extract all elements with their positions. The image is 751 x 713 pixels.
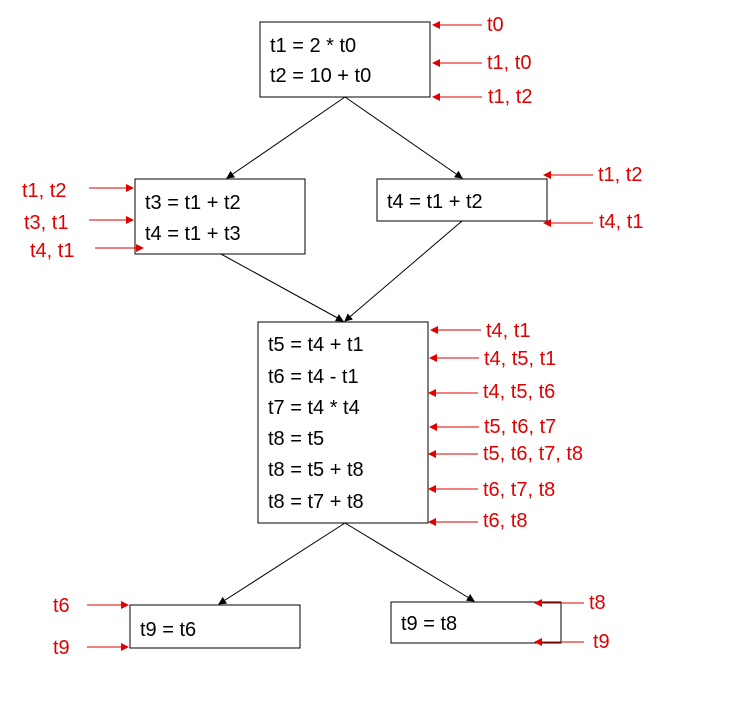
liveness-label: t6: [53, 595, 70, 617]
liveness-label: t1, t2: [488, 86, 532, 108]
liveness-label: t4, t1: [30, 240, 74, 262]
edges: [218, 96, 475, 605]
block-1-line-1: t1 = 2 * t0: [270, 35, 356, 57]
liveness-label: t3, t1: [24, 212, 68, 234]
liveness-label: t1, t2: [22, 180, 66, 202]
liveness-label: t4, t5, t1: [484, 348, 556, 370]
liveness-label: t5, t6, t7: [484, 416, 556, 438]
basic-block-1: t1 = 2 * t0 t2 = 10 + t0: [259, 21, 431, 98]
block-2-line-1: t3 = t1 + t2: [145, 192, 241, 214]
liveness-label: t1, t2: [598, 164, 642, 186]
liveness-label: t4, t1: [486, 320, 530, 342]
liveness-label: t6, t7, t8: [483, 479, 555, 501]
basic-block-5: t9 = t6: [129, 604, 301, 649]
liveness-label: t5, t6, t7, t8: [483, 443, 583, 465]
liveness-annotations: t0 t1, t0 t1, t2 t1, t2 t3, t1 t4, t1 t1…: [22, 14, 643, 659]
block-4-line-5: t8 = t5 + t8: [268, 459, 364, 481]
block-4-line-6: t8 = t7 + t8: [268, 491, 364, 513]
block-1-line-2: t2 = 10 + t0: [270, 65, 371, 87]
block-2-line-2: t4 = t1 + t3: [145, 223, 241, 245]
basic-block-2: t3 = t1 + t2 t4 = t1 + t3: [134, 178, 306, 255]
liveness-label: t4, t5, t6: [483, 381, 555, 403]
liveness-label: t6, t8: [483, 510, 527, 532]
edge-b1-b3: [344, 96, 463, 179]
edge-b4-b6: [344, 522, 475, 602]
block-4-line-1: t5 = t4 + t1: [268, 334, 364, 356]
liveness-label: t0: [487, 14, 504, 36]
edge-b2-b4: [220, 253, 344, 322]
basic-block-3: t4 = t1 + t2: [376, 178, 548, 222]
block-5-line-1: t9 = t6: [140, 619, 196, 641]
liveness-label: t8: [589, 592, 606, 614]
liveness-label: t9: [53, 637, 70, 659]
block-4-line-2: t6 = t4 - t1: [268, 366, 359, 388]
block-3-line-1: t4 = t1 + t2: [387, 191, 483, 213]
edge-b1-b2: [226, 96, 346, 179]
basic-block-6: t9 = t8: [390, 601, 562, 644]
block-4-line-3: t7 = t4 * t4: [268, 397, 360, 419]
edge-b3-b4: [344, 220, 463, 322]
basic-block-4: t5 = t4 + t1 t6 = t4 - t1 t7 = t4 * t4 t…: [257, 321, 429, 524]
block-4-line-4: t8 = t5: [268, 428, 324, 450]
edge-b4-b5: [218, 522, 346, 605]
liveness-label: t9: [593, 631, 610, 653]
block-6-line-1: t9 = t8: [401, 613, 457, 635]
liveness-label: t4, t1: [599, 211, 643, 233]
liveness-label: t1, t0: [487, 52, 531, 74]
